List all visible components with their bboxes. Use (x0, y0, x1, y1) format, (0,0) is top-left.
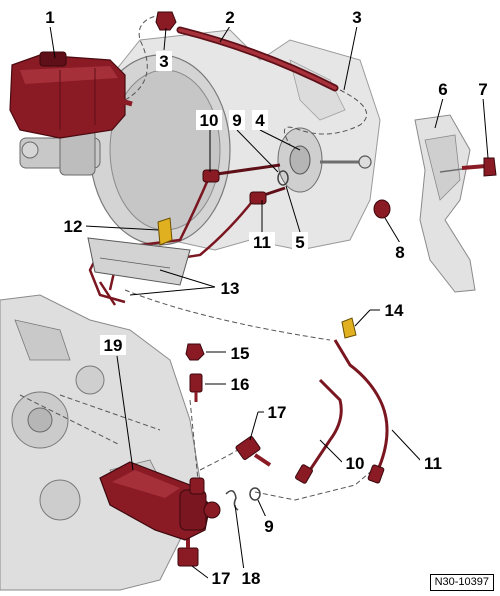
o-ring-9-upper (277, 170, 289, 186)
fluid-reservoir (9, 51, 133, 139)
bolt-17-upper (235, 435, 272, 467)
slave-cylinder-19 (99, 461, 221, 541)
callout-1-text: 1 (45, 8, 54, 27)
lower-pipes (308, 339, 389, 471)
bracket-13 (87, 237, 191, 286)
bleed-valve-16 (189, 373, 203, 402)
callout-16: 16 (227, 374, 253, 394)
callout-18: 18 (238, 568, 264, 588)
callout-13: 13 (217, 278, 243, 298)
callout-5: 5 (292, 232, 308, 252)
plug-top (155, 11, 177, 31)
callout-19-text: 19 (104, 336, 123, 355)
callout-15-text: 15 (231, 344, 250, 363)
callout-3a-text: 3 (159, 52, 168, 71)
callout-13-text: 13 (221, 279, 240, 298)
callout-12: 12 (60, 216, 86, 236)
callout-9b: 9 (261, 516, 277, 536)
callout-11b-text: 11 (424, 454, 442, 473)
callout-14-text: 14 (385, 301, 404, 320)
callout-10b: 10 (342, 453, 368, 473)
callout-16-text: 16 (231, 375, 250, 394)
callout-labels: 1 2 3 3 4 5 6 7 (42, 7, 491, 588)
callout-14: 14 (381, 300, 407, 320)
callout-4: 4 (252, 110, 268, 130)
figure-reference-code: N30-10397 (429, 574, 494, 591)
callout-9b-text: 9 (264, 517, 273, 536)
callout-10a-text: 10 (200, 111, 219, 130)
callout-3b-text: 3 (352, 8, 361, 27)
callout-8-text: 8 (395, 243, 404, 262)
callout-11a-text: 11 (253, 233, 271, 252)
callout-15: 15 (227, 343, 253, 363)
callout-11b: 11 (420, 453, 446, 473)
clip-12 (157, 217, 173, 246)
callout-17a: 17 (264, 402, 290, 422)
callout-10a: 10 (196, 110, 222, 130)
callout-11a: 11 (249, 232, 275, 252)
leader-lines (49, 25, 489, 579)
callout-19: 19 (100, 335, 126, 355)
callout-17b-text: 17 (212, 569, 231, 588)
pedal-cluster (414, 114, 476, 293)
callout-17a-text: 17 (268, 403, 287, 422)
routing-lines (19, 14, 376, 501)
bolt-17-lower (177, 535, 199, 567)
callout-2-text: 2 (225, 8, 234, 27)
callout-3b: 3 (349, 7, 365, 27)
callout-9a-text: 9 (232, 111, 241, 130)
callout-4-text: 4 (255, 111, 265, 130)
callout-7-text: 7 (478, 80, 487, 99)
callout-1: 1 (42, 7, 58, 27)
callout-9a: 9 (229, 110, 245, 130)
callout-2: 2 (222, 7, 238, 27)
callout-3a: 3 (156, 51, 172, 71)
cap-8 (373, 199, 391, 219)
callout-5-text: 5 (295, 233, 304, 252)
pedal-bolt (461, 157, 497, 177)
clip-14 (341, 317, 357, 339)
lower-pipe-connectors (295, 464, 385, 484)
callout-6: 6 (435, 79, 451, 99)
callout-17b: 17 (208, 568, 234, 588)
callout-12-text: 12 (64, 217, 83, 236)
callout-7: 7 (475, 79, 491, 99)
brake-servo-area (89, 29, 381, 251)
supply-hose (176, 26, 339, 92)
o-ring-9-lower (249, 487, 261, 501)
callout-6-text: 6 (438, 80, 447, 99)
cap-15 (185, 343, 205, 361)
callout-8: 8 (392, 242, 408, 262)
callout-10b-text: 10 (346, 454, 365, 473)
callout-18-text: 18 (242, 569, 261, 588)
clip-18 (225, 490, 239, 511)
